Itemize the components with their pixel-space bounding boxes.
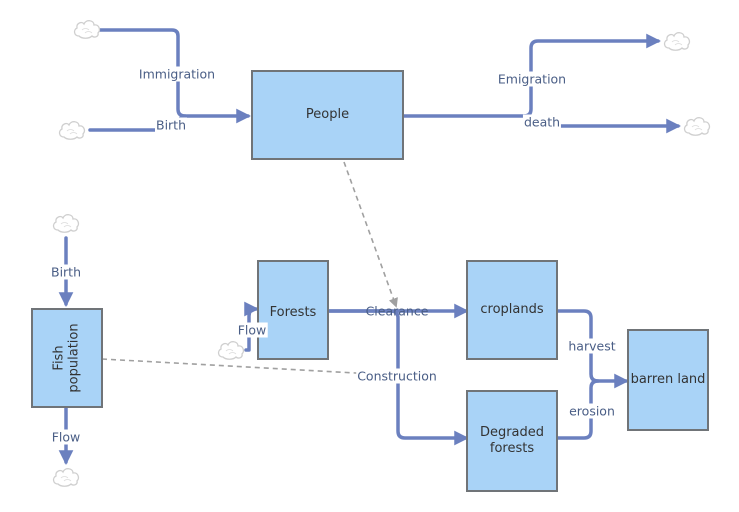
- flow-label-flow-forests[interactable]: Flow: [236, 322, 268, 338]
- flow-label-erosion[interactable]: erosion: [568, 403, 616, 419]
- cloud-icon-emigration-sink: [663, 32, 691, 51]
- stock-people[interactable]: People: [251, 70, 404, 160]
- flow-label-clearance[interactable]: Clearance: [365, 303, 429, 319]
- cloud-icon-fish-birth-source: [52, 214, 80, 233]
- stock-croplands[interactable]: croplands: [466, 260, 558, 360]
- stock-forests-label: Forests: [269, 305, 317, 320]
- flow-label-birth-people[interactable]: Birth: [154, 117, 188, 133]
- flow-label-emigration[interactable]: Emigration: [496, 71, 568, 87]
- cloud-icon-forest-flow-source: [217, 341, 245, 360]
- people-clearance-link[interactable]: [343, 161, 398, 308]
- flow-label-birth-fish[interactable]: Birth: [49, 264, 83, 280]
- stock-degraded-forests-label: Degraded forests: [479, 425, 545, 456]
- cloud-icon-death-sink: [683, 117, 711, 136]
- cloud-icon-birth-source: [58, 121, 86, 140]
- stock-barren-land[interactable]: barren land: [627, 329, 709, 431]
- erosion-flow[interactable]: [556, 379, 600, 440]
- stock-barren-land-label: barren land: [630, 372, 706, 387]
- stock-fish-population[interactable]: Fish population: [31, 308, 103, 408]
- stock-forests[interactable]: Forests: [257, 260, 329, 360]
- flow-label-harvest[interactable]: harvest: [567, 338, 617, 354]
- flow-forests-flow[interactable]: [244, 301, 259, 352]
- flow-label-flow-fish[interactable]: Flow: [50, 429, 82, 445]
- stock-fish-population-label: Fish population: [52, 323, 83, 393]
- flow-label-death[interactable]: death: [522, 114, 562, 130]
- cloud-icon-fish-flow-sink: [52, 468, 80, 487]
- flow-label-immigration[interactable]: Immigration: [137, 66, 217, 82]
- stock-croplands-label: croplands: [480, 302, 544, 317]
- cloud-icon-immigration-source: [73, 20, 101, 39]
- stock-degraded-forests[interactable]: Degraded forests: [466, 390, 558, 492]
- flow-label-construction[interactable]: Construction: [356, 368, 438, 384]
- stock-people-label: People: [305, 107, 350, 122]
- fish-construction-link[interactable]: [101, 358, 394, 380]
